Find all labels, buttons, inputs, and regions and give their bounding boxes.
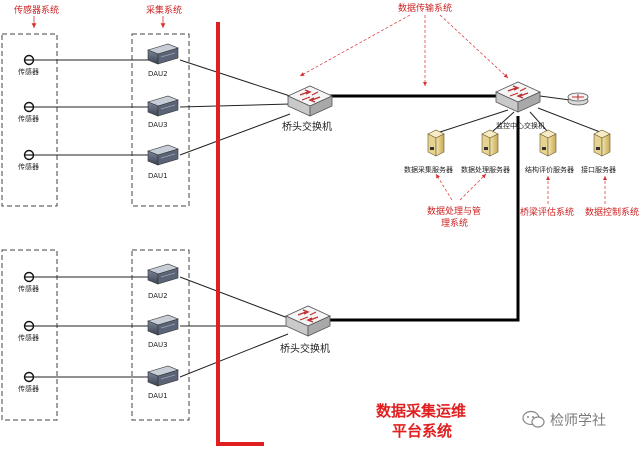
wechat-logo-icon xyxy=(522,410,545,428)
server-data-collection: 数据采集服务器 xyxy=(404,129,453,174)
dau-1-3: DAU1 xyxy=(147,144,179,180)
bridge-switch-1: 桥头交换机 xyxy=(282,85,333,133)
dau-label: DAU1 xyxy=(148,392,168,400)
sensor-box-top xyxy=(1,33,58,207)
sensor-1-1: 传感器 xyxy=(18,54,39,76)
sensor-1-3: 传感器 xyxy=(18,149,39,171)
sensor-label: 传感器 xyxy=(18,384,39,393)
transmission-arrow-left xyxy=(299,14,411,77)
evaluation-system-label: 桥梁评估系统 xyxy=(520,206,574,218)
dau-1-1: DAU2 xyxy=(147,43,179,78)
center-switch: 监控中心交换机 xyxy=(495,81,545,130)
sensor-label: 传感器 xyxy=(18,162,39,171)
server-label: 结构评价服务器 xyxy=(525,165,574,174)
transmission-arrow-right xyxy=(439,14,509,79)
dau-box-top xyxy=(131,33,190,207)
dau-label: DAU1 xyxy=(148,172,168,180)
dau-box-bottom xyxy=(131,249,190,421)
sensor-1-2: 传感器 xyxy=(18,101,39,123)
platform-label-1: 数据采集运维 xyxy=(376,402,466,420)
group1-links xyxy=(34,59,291,156)
dau-label: DAU2 xyxy=(148,292,168,300)
dau-label: DAU3 xyxy=(148,121,168,129)
sensor-system-label: 传感器系统 xyxy=(14,4,59,16)
sensor-label: 传感器 xyxy=(18,67,39,76)
sensor-label: 传感器 xyxy=(18,284,39,293)
server-label: 接口服务器 xyxy=(581,165,616,174)
platform-label-2: 平台系统 xyxy=(392,422,452,440)
sensor-2-2: 传感器 xyxy=(18,320,39,342)
server-structure-evaluation: 结构评价服务器 xyxy=(525,129,574,174)
processing-arrow-left xyxy=(435,173,453,201)
backbone-bottom xyxy=(330,116,520,322)
transmission-system-label: 数据传输系统 xyxy=(398,2,452,14)
dau-2-1: DAU2 xyxy=(147,263,179,300)
dau-2-3: DAU1 xyxy=(147,365,179,400)
collection-system-label: 采集系统 xyxy=(146,4,182,16)
watermark: 检师学社 xyxy=(522,410,606,429)
sensor-label: 传感器 xyxy=(18,114,39,123)
server-label: 数据处理服务器 xyxy=(461,165,510,174)
platform-boundary xyxy=(216,22,264,446)
dau-label: DAU3 xyxy=(148,341,168,349)
group2-links xyxy=(34,276,289,378)
server-label: 数据采集服务器 xyxy=(404,165,453,174)
watermark-text: 检师学社 xyxy=(550,413,606,429)
processing-system-label-1: 数据处理与管 xyxy=(427,205,481,217)
center-links xyxy=(439,95,601,133)
switch-label: 桥头交换机 xyxy=(282,120,332,133)
dau-1-2: DAU3 xyxy=(147,95,179,129)
sensor-2-3: 传感器 xyxy=(18,371,39,393)
server-interface: 接口服务器 xyxy=(581,129,616,174)
dau-2-2: DAU3 xyxy=(147,314,179,349)
processing-arrow-right xyxy=(459,173,487,201)
center-switch-label: 监控中心交换机 xyxy=(496,121,545,130)
control-system-label: 数据控制系统 xyxy=(585,206,639,218)
sensor-box-bottom xyxy=(1,249,58,421)
server-data-processing: 数据处理服务器 xyxy=(461,129,510,174)
bridge-switch-2: 桥头交换机 xyxy=(280,305,331,355)
switch-label: 桥头交换机 xyxy=(280,342,330,355)
dau-label: DAU2 xyxy=(148,70,168,78)
processing-system-label-2: 理系统 xyxy=(441,217,468,229)
sensor-2-1: 传感器 xyxy=(18,271,39,293)
sensor-label: 传感器 xyxy=(18,333,39,342)
router-icon xyxy=(567,92,589,106)
